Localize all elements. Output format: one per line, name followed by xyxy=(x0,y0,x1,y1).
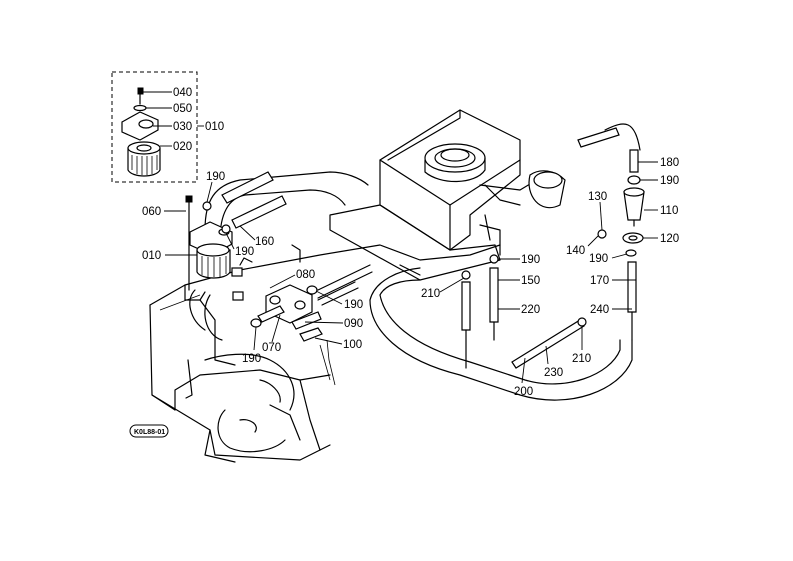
part-labels: 040 050 030 010 020 190 060 160 190 010 … xyxy=(142,87,679,398)
label-070: 070 xyxy=(262,342,281,354)
label-180: 180 xyxy=(660,157,679,169)
fuel-tank xyxy=(329,109,566,281)
leader-lines xyxy=(143,91,658,384)
label-230: 230 xyxy=(544,367,563,379)
label-010: 010 xyxy=(142,250,161,262)
label-100: 100 xyxy=(343,339,362,351)
inline-filter-assembly xyxy=(577,127,645,341)
label-020: 020 xyxy=(173,141,192,153)
label-200: 200 xyxy=(514,386,533,398)
label-220: 220 xyxy=(521,304,540,316)
filter-head-assembly xyxy=(121,87,161,177)
bracket-details xyxy=(231,244,301,301)
label-190-a: 190 xyxy=(206,171,225,183)
label-080: 080 xyxy=(296,269,315,281)
label-190-e: 190 xyxy=(521,254,540,266)
label-190-f: 190 xyxy=(660,175,679,187)
stamp-code: K0L88-01 xyxy=(134,429,165,436)
label-110: 110 xyxy=(660,205,678,217)
label-210-a: 210 xyxy=(421,288,440,300)
engine-body xyxy=(149,244,501,463)
filter-kit-box xyxy=(111,71,198,183)
label-190-g: 190 xyxy=(589,253,608,265)
label-190-d: 190 xyxy=(242,353,261,365)
label-150: 150 xyxy=(521,275,540,287)
catalog-stamp: K0L88-01 xyxy=(129,424,169,438)
label-120: 120 xyxy=(660,233,679,245)
label-190-b: 190 xyxy=(235,246,254,258)
fuel-lines xyxy=(189,123,641,401)
return-hoses xyxy=(461,254,587,369)
label-160: 160 xyxy=(255,236,274,248)
label-130: 130 xyxy=(588,191,607,203)
label-170: 170 xyxy=(590,275,609,287)
label-210-b: 210 xyxy=(572,353,591,365)
label-140: 140 xyxy=(566,245,585,257)
label-010-kit: 010 xyxy=(205,121,224,133)
label-040: 040 xyxy=(173,87,192,99)
label-090: 090 xyxy=(344,318,363,330)
label-190-c: 190 xyxy=(344,299,363,311)
fuel-filter-assembly xyxy=(185,195,233,291)
hose-160 xyxy=(202,171,287,234)
fuel-pump xyxy=(250,281,359,342)
label-240: 240 xyxy=(590,304,609,316)
label-060: 060 xyxy=(142,206,161,218)
label-030: 030 xyxy=(173,121,192,133)
label-050: 050 xyxy=(173,103,192,115)
